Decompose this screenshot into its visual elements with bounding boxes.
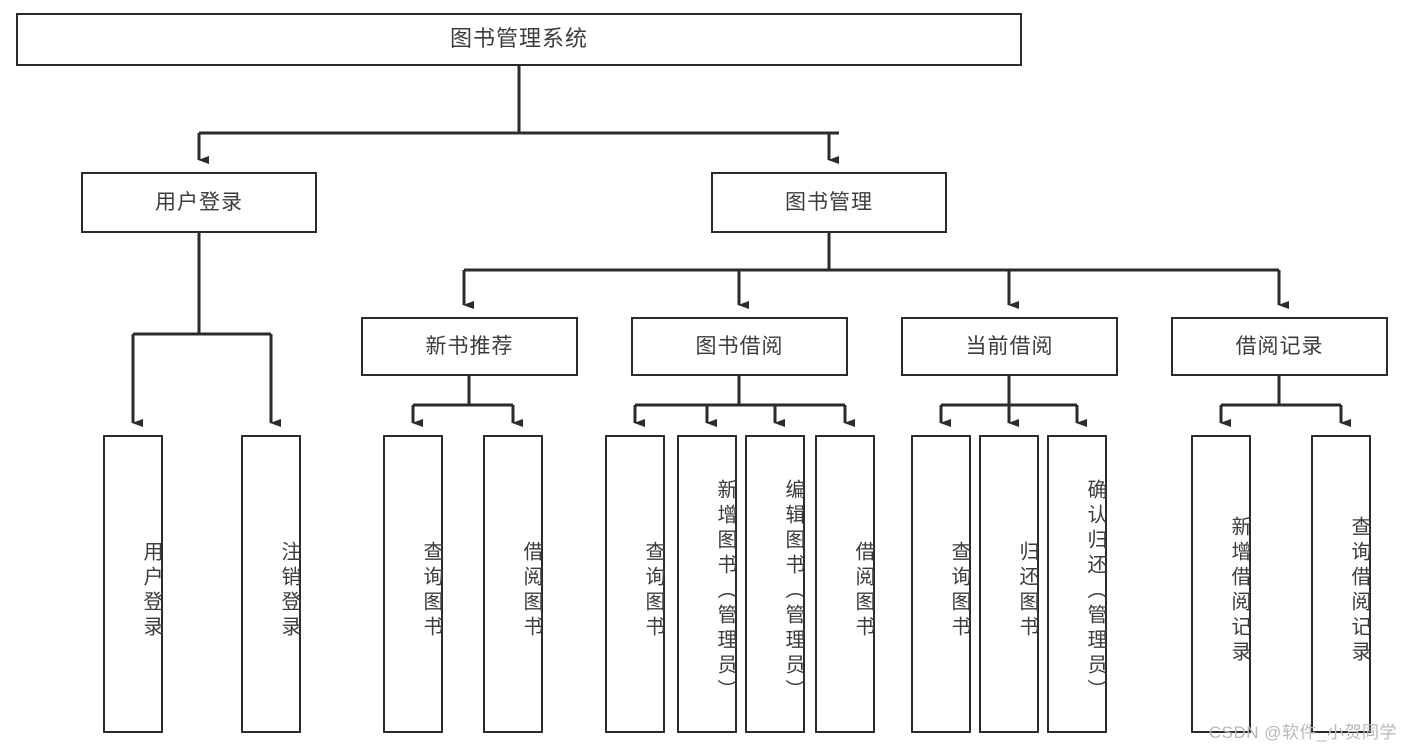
node-label: 注销登录: [278, 541, 300, 641]
node-label: 借阅图书: [520, 541, 542, 641]
node-label: 用户登录: [155, 190, 243, 214]
node-label: 编辑图书（管理员）: [782, 478, 804, 704]
leaf-user-login-logout[interactable]: 注销登录: [241, 435, 301, 733]
node-user-login[interactable]: 用户登录: [81, 172, 317, 233]
csdn-watermark: CSDN @软件_小贺同学: [1208, 723, 1397, 742]
node-label: 新增借阅记录: [1228, 516, 1250, 666]
node-book-management[interactable]: 图书管理: [711, 172, 947, 233]
node-label: 借阅记录: [1235, 334, 1324, 358]
leaf-book-borrow-add[interactable]: 新增图书（管理员）: [677, 435, 737, 733]
leaf-current-borrow-query[interactable]: 查询图书: [911, 435, 971, 733]
node-new-book-recommend[interactable]: 新书推荐: [361, 317, 578, 376]
node-current-borrow[interactable]: 当前借阅: [901, 317, 1118, 376]
node-label: 查询借阅记录: [1348, 516, 1370, 666]
leaf-book-borrow-edit[interactable]: 编辑图书（管理员）: [745, 435, 805, 733]
node-label: 确认归还（管理员）: [1084, 478, 1106, 704]
node-label: 查询图书: [642, 541, 664, 641]
leaf-borrow-record-add[interactable]: 新增借阅记录: [1191, 435, 1251, 733]
leaf-book-borrow-borrow[interactable]: 借阅图书: [815, 435, 875, 733]
node-label: 图书借阅: [695, 334, 784, 358]
node-label: 用户登录: [140, 541, 162, 641]
leaf-book-borrow-query[interactable]: 查询图书: [605, 435, 665, 733]
leaf-new-book-borrow[interactable]: 借阅图书: [483, 435, 543, 733]
node-root-system[interactable]: 图书管理系统: [16, 13, 1022, 66]
node-label: 借阅图书: [852, 541, 874, 641]
leaf-user-login-login[interactable]: 用户登录: [103, 435, 163, 733]
node-book-borrow[interactable]: 图书借阅: [631, 317, 848, 376]
node-label: 图书管理: [785, 190, 873, 214]
node-label: 新增图书（管理员）: [714, 478, 736, 704]
leaf-borrow-record-query[interactable]: 查询借阅记录: [1311, 435, 1371, 733]
node-label: 新书推荐: [425, 334, 514, 358]
leaf-current-borrow-return[interactable]: 归还图书: [979, 435, 1039, 733]
leaf-new-book-query[interactable]: 查询图书: [383, 435, 443, 733]
node-label: 当前借阅: [965, 334, 1054, 358]
node-label: 归还图书: [1016, 541, 1038, 641]
leaf-current-borrow-confirm-return[interactable]: 确认归还（管理员）: [1047, 435, 1107, 733]
node-label: 图书管理系统: [449, 26, 588, 52]
node-label: 查询图书: [420, 541, 442, 641]
node-label: 查询图书: [948, 541, 970, 641]
node-borrow-record[interactable]: 借阅记录: [1171, 317, 1388, 376]
